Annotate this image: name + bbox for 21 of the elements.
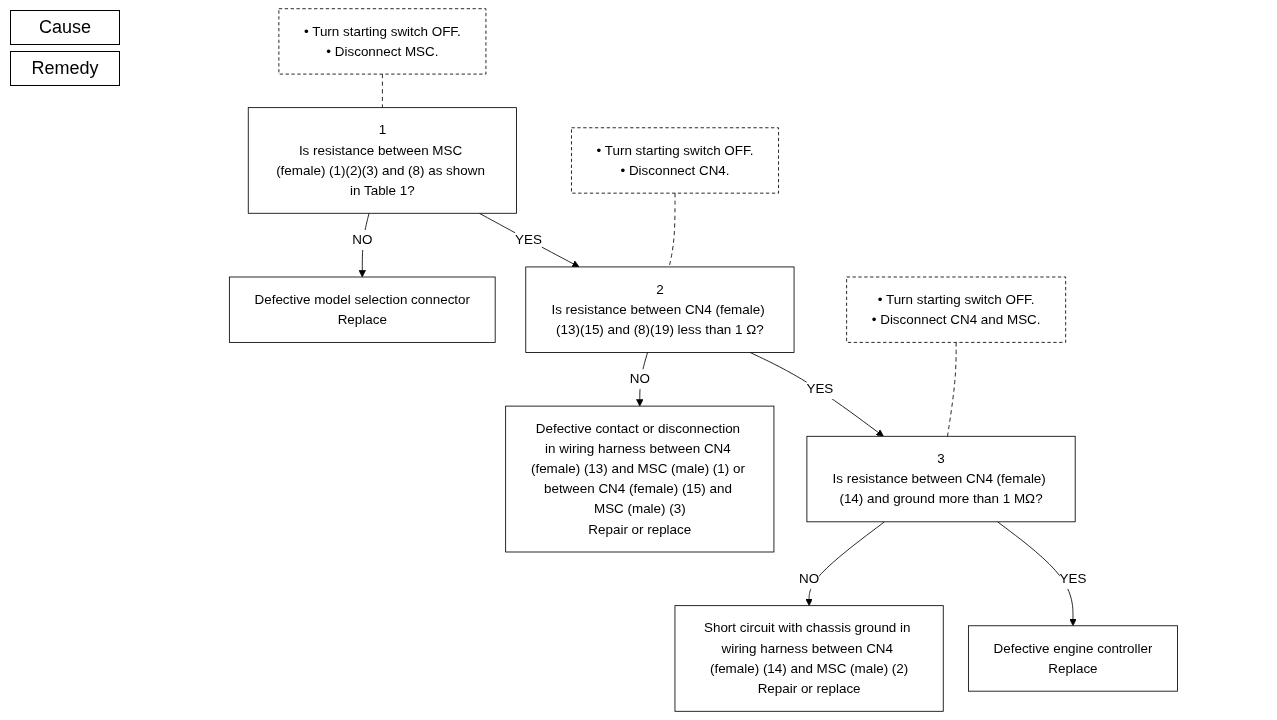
node-box: • Turn starting switch OFF. • Disconnect CN4. bbox=[571, 127, 779, 194]
node-box: Defective contact or disconnection in wiring harness between CN4 (female) (13) and MSC (male) (1) or between CN4 (female) (15) and MSC (male) (3) Repair or replace bbox=[505, 405, 775, 553]
connector bbox=[947, 341, 957, 437]
connector bbox=[668, 192, 676, 268]
edge-label: NO bbox=[352, 232, 373, 247]
table-header: Cause bbox=[10, 10, 120, 45]
edge-label: NO bbox=[799, 571, 820, 586]
node-box: Defective model selection connector Replace bbox=[229, 276, 496, 343]
node-box: Defective engine controller Replace bbox=[968, 625, 1178, 692]
edge-label: YES bbox=[806, 381, 834, 396]
node-box: • Turn starting switch OFF. • Disconnect CN4 and MSC. bbox=[846, 276, 1067, 343]
edge-label: YES bbox=[515, 232, 542, 247]
table-header: Remedy bbox=[10, 51, 120, 86]
node-box: 1 Is resistance between MSC (female) (1)(2)(3) and (8) as shown in Table 1? bbox=[247, 107, 517, 214]
edge-label: YES bbox=[1059, 571, 1087, 586]
edge-label: NO bbox=[629, 371, 650, 386]
node-box: 2 Is resistance between CN4 (female) (13)(15) and (8)(19) less than 1 Ω? bbox=[525, 266, 795, 353]
node-box: Short circuit with chassis ground in wiring harness between CN4 (female) (14) and MSC (male) (2) Repair or replace bbox=[674, 605, 944, 712]
node-box: • Turn starting switch OFF. • Disconnect MSC. bbox=[278, 8, 487, 75]
node-box: 3 Is resistance between CN4 (female) (14) and ground more than 1 MΩ? bbox=[806, 435, 1076, 523]
connector bbox=[382, 73, 383, 109]
